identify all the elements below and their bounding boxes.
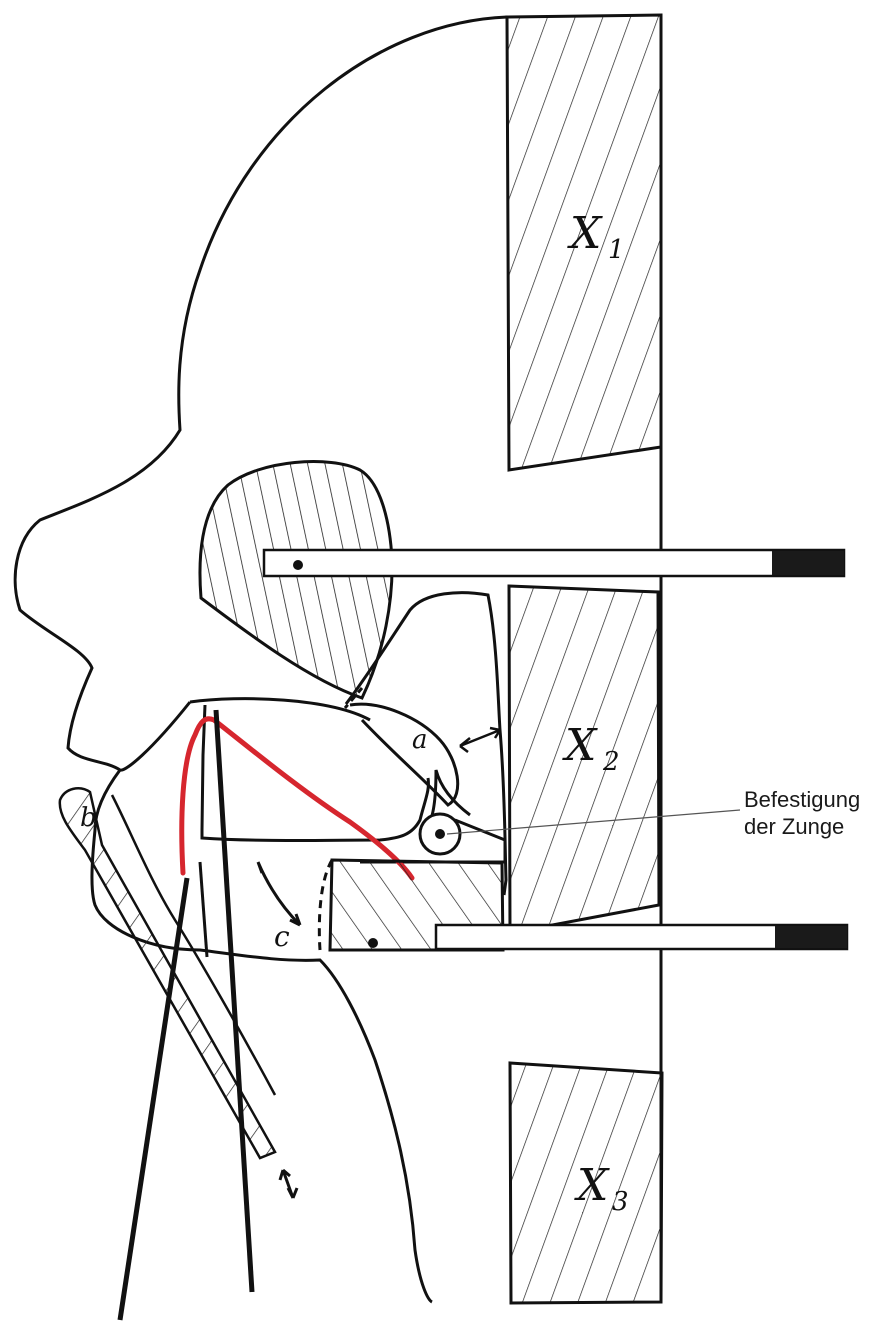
lower-rod-pivot [368, 938, 378, 948]
tongue-attachment-annotation: Befestigung der Zunge [744, 786, 860, 840]
arrow-jaw [258, 862, 300, 925]
arrow-a-to-board [460, 728, 500, 752]
arrow-lower [280, 1170, 297, 1198]
label-x1: X [567, 208, 603, 259]
upper-rod [264, 550, 844, 576]
tongue-attachment-pivot [435, 829, 445, 839]
label-x2: X [562, 720, 598, 771]
head-profile-outline [15, 17, 507, 770]
measuring-stick-1 [216, 710, 252, 1292]
lower-rod-tip [775, 926, 847, 948]
label-x3-sub: 3 [612, 1187, 629, 1217]
annotation-line-2: der Zunge [744, 813, 860, 840]
lower-jaw-outline [92, 770, 432, 1302]
upper-rod-pivot [293, 560, 303, 570]
tongue-body-outline [190, 699, 428, 841]
jaw-upper-edge [200, 862, 207, 957]
upper-rod-tip [772, 551, 844, 575]
label-b: b [80, 803, 97, 833]
label-x2-sub: 2 [602, 747, 620, 777]
palate-block [200, 462, 392, 698]
label-x3: X [574, 1160, 610, 1211]
annotation-line-1: Befestigung [744, 786, 860, 813]
label-c: c [274, 920, 290, 953]
label-a: a [412, 725, 428, 755]
label-x1-sub: 1 [608, 235, 625, 265]
